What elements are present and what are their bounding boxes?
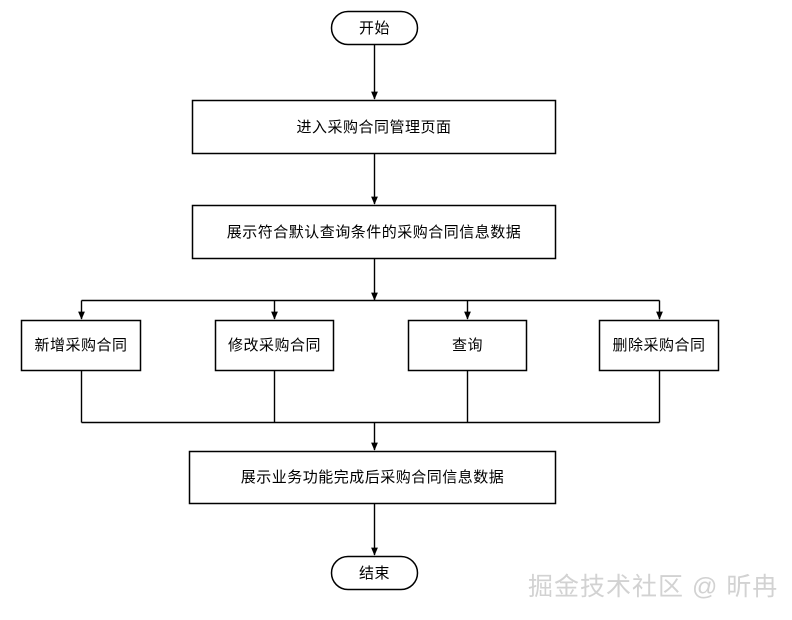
node-display[interactable] xyxy=(191,204,557,260)
node-enter[interactable] xyxy=(191,99,557,155)
node-end[interactable] xyxy=(330,555,419,591)
node-delete[interactable] xyxy=(598,319,720,372)
node-add[interactable] xyxy=(20,319,142,372)
node-edit[interactable] xyxy=(214,319,335,372)
node-result[interactable] xyxy=(188,450,557,505)
node-start[interactable] xyxy=(330,10,419,46)
connector-layer xyxy=(78,45,663,556)
node-layer xyxy=(20,10,720,591)
node-query[interactable] xyxy=(407,319,528,372)
watermark-text: 掘金技术社区 @ 昕冉 xyxy=(528,573,779,601)
